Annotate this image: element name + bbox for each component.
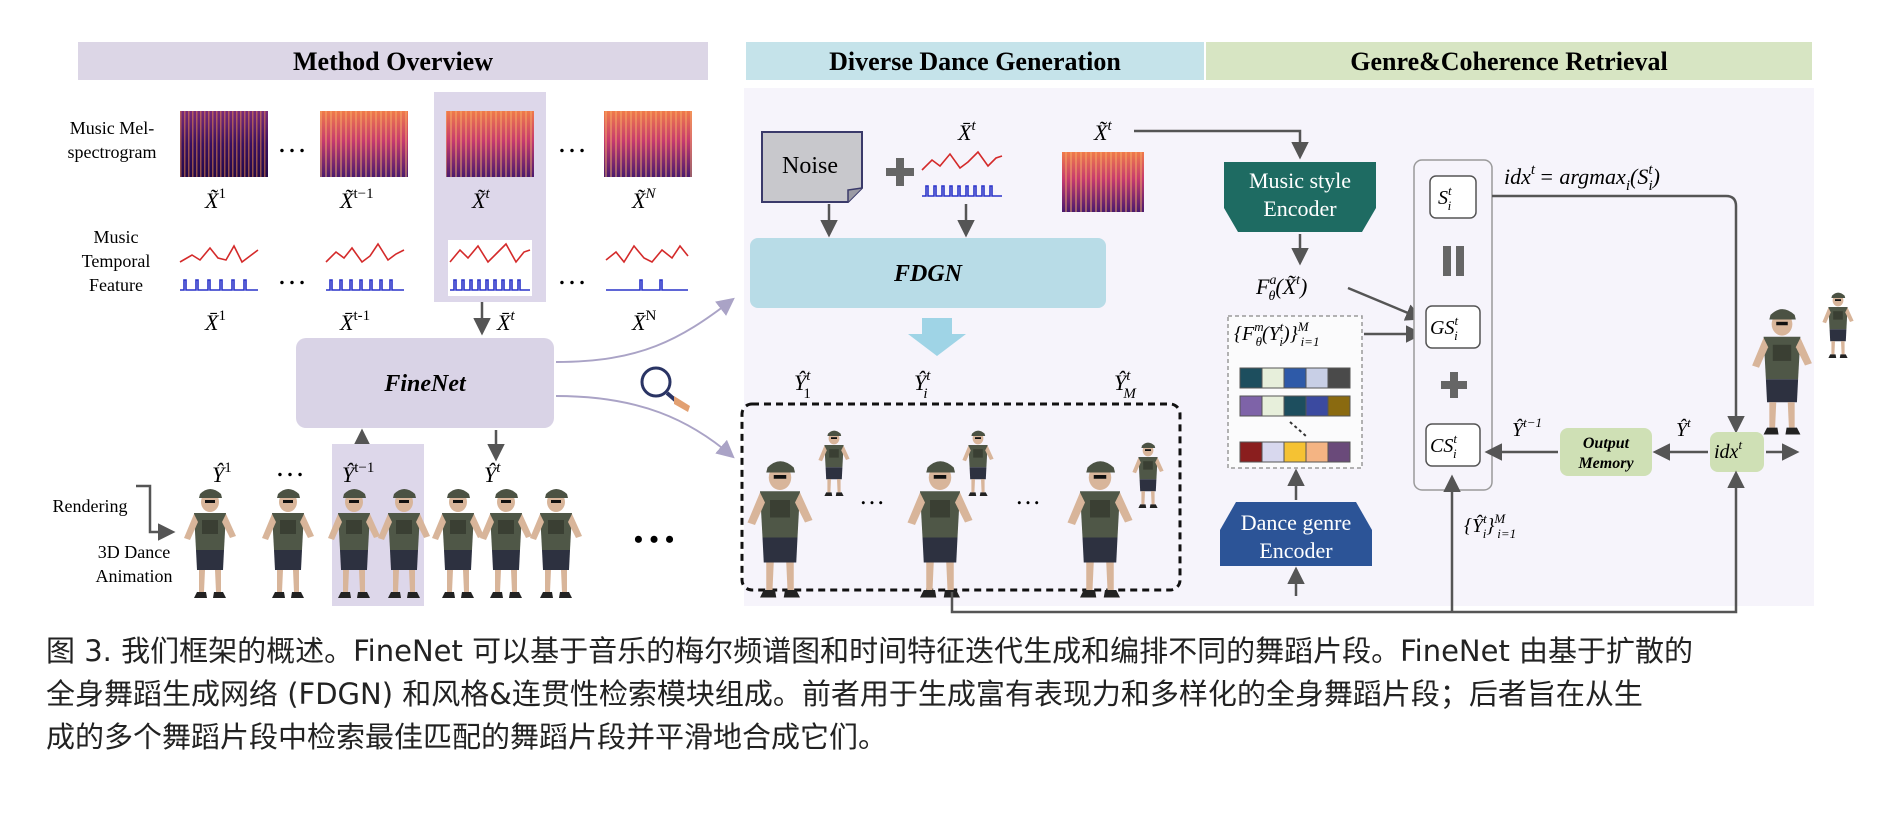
caption-line-3: 成的多个舞蹈片段中检索最佳匹配的舞蹈片段并平滑地合成它们。 <box>46 720 888 754</box>
xbar-n: X̄N <box>631 308 656 335</box>
xtilde-t-middle: X̃t <box>1093 118 1112 145</box>
spectrogram-1 <box>180 111 268 177</box>
yhat-t-minus-1: Ŷt−1 <box>342 460 374 487</box>
spectrogram-n <box>604 111 692 177</box>
cs-box <box>1425 423 1481 467</box>
dots-clips-1: … <box>859 481 885 510</box>
xtilde-t-minus-1: X̃t−1 <box>339 186 374 213</box>
output-memory-label-1: Output <box>1583 435 1630 452</box>
dance-genre-encoder <box>1220 502 1372 566</box>
temporal-label-3: Feature <box>89 275 143 295</box>
temporal-feature-middle <box>921 150 1003 197</box>
method-overview-header <box>78 42 708 80</box>
music-style-encoder <box>1224 162 1376 232</box>
yhat-t: Ŷt <box>484 460 501 487</box>
parallel-icon <box>1443 246 1464 276</box>
temporal-feature-t-minus-1 <box>325 242 405 291</box>
idx-label: idxt <box>1714 437 1742 463</box>
music-encoder-label-2: Encoder <box>1263 196 1337 221</box>
plus-icon <box>886 158 914 186</box>
xbar-t-middle: X̄t <box>957 118 976 145</box>
yhat-1: Ŷ1 <box>212 460 232 487</box>
dots-clips-2: … <box>1015 481 1041 510</box>
temporal-label-1: Music <box>94 227 139 247</box>
mel-label-1: Music Mel- <box>70 118 155 138</box>
big-dots: • • • <box>634 525 674 554</box>
anim-label-2: Animation <box>96 566 173 586</box>
candidate-clips-box <box>740 402 1182 592</box>
genre-coherence-header <box>1206 42 1812 80</box>
dance-encoder-label-2: Encoder <box>1259 538 1333 563</box>
temporal-feature-t <box>448 240 532 296</box>
finenet-label: FineNet <box>383 371 467 397</box>
temporal-feature-1 <box>179 244 259 291</box>
feature-grid-3 <box>1239 441 1351 463</box>
dance-encoder-label-1: Dance genre <box>1241 510 1352 535</box>
fdgn-output-arrow <box>908 318 966 356</box>
xbar-t-minus-1: X̄t-1 <box>339 308 370 335</box>
rendering-label: Rendering <box>53 496 128 516</box>
temporal-feature-n <box>605 244 689 291</box>
dots-mel-1: … <box>277 126 307 159</box>
method-overview-title: Method Overview <box>293 47 493 76</box>
diverse-dance-header <box>746 42 1204 80</box>
anim-label-1: 3D Dance <box>98 542 170 562</box>
caption-line-1: 图 3. 我们框架的概述。FineNet 可以基于音乐的梅尔频谱图和时间特征迭代… <box>46 634 1694 668</box>
xtilde-n: X̃N <box>631 186 656 213</box>
y-prev-label: Ŷt−1 <box>1512 415 1542 441</box>
noise-box <box>761 131 863 203</box>
dots-yhat: … <box>275 450 305 483</box>
fdgn-box <box>750 238 1106 308</box>
magnifier-icon <box>640 366 690 412</box>
s-box <box>1429 175 1477 219</box>
fdgn-label: FDGN <box>893 261 964 287</box>
finenet-box <box>296 338 554 428</box>
idx-box <box>1710 432 1764 472</box>
xtilde-1: X̃1 <box>204 186 226 213</box>
spectrogram-middle <box>1062 152 1144 212</box>
dots-temporal-1: … <box>277 258 307 291</box>
caption-line-2: 全身舞蹈生成网络 (FDGN) 和风格&连贯性检索模块组成。前者用于生成富有表现… <box>46 677 1643 711</box>
diverse-dance-title: Diverse Dance Generation <box>829 47 1121 76</box>
gs-box <box>1425 305 1481 349</box>
music-encoder-label-1: Music style <box>1249 168 1351 193</box>
feature-grid-2 <box>1239 395 1351 417</box>
mel-label-2: spectrogram <box>68 142 157 162</box>
xbar-1: X̄1 <box>204 308 226 335</box>
xbar-t: X̄t <box>496 308 515 335</box>
output-memory-box <box>1560 428 1652 476</box>
spectrogram-t <box>446 111 534 177</box>
genre-coherence-title: Genre&Coherence Retrieval <box>1350 47 1667 76</box>
y-cur-label: Ŷt <box>1676 415 1691 441</box>
dots-mel-2: … <box>557 126 587 159</box>
temporal-label-2: Temporal <box>82 251 151 271</box>
figure-caption: 图 3. 我们框架的概述。FineNet 可以基于音乐的梅尔频谱图和时间特征迭代… <box>46 630 1866 759</box>
dots-temporal-2: … <box>557 258 587 291</box>
plus-icon-right <box>1441 372 1467 398</box>
spectrogram-t-minus-1 <box>320 111 408 177</box>
feature-grid-1 <box>1239 367 1351 389</box>
method-figure: Method Overview Diverse Dance Generation… <box>53 42 1854 614</box>
xtilde-t: X̃t <box>471 186 490 213</box>
output-memory-label-2: Memory <box>1577 455 1634 472</box>
noise-label: Noise <box>782 153 838 179</box>
